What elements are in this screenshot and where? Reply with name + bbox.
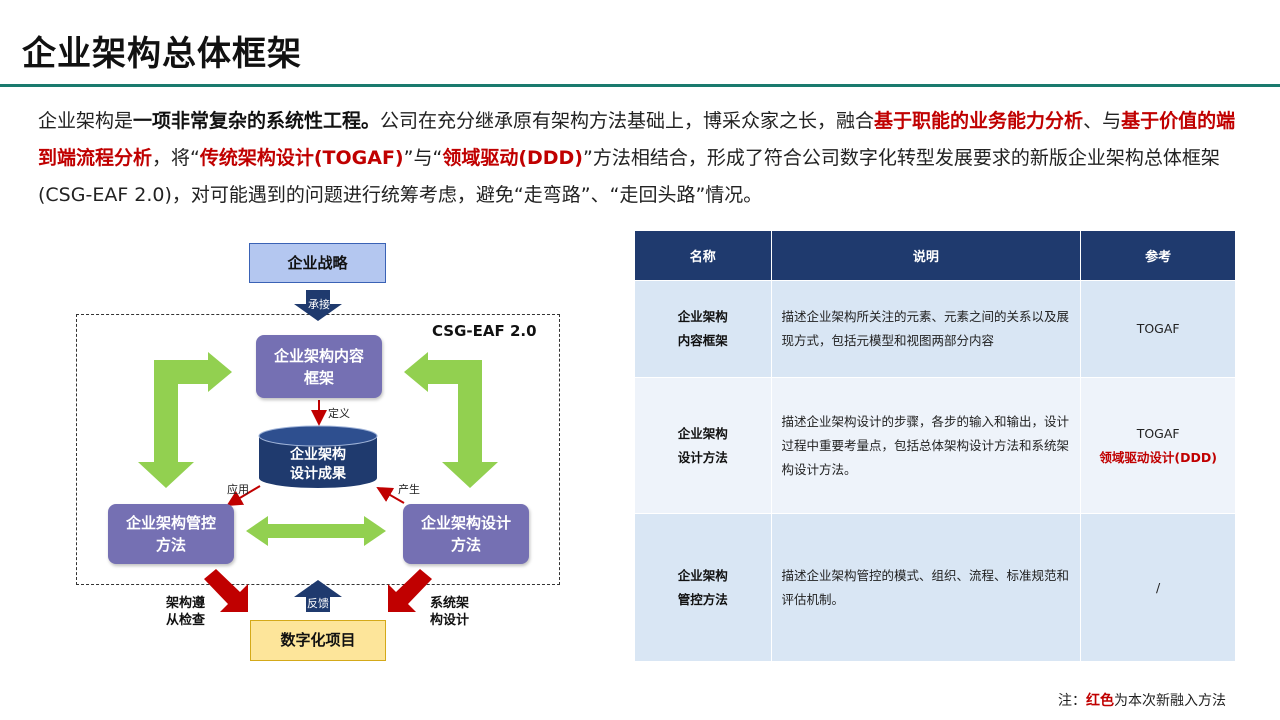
header-desc: 说明 bbox=[771, 231, 1081, 280]
strategy-box: 企业战略 bbox=[249, 243, 386, 283]
intro-highlight-4: 领域驱动(DDD) bbox=[442, 147, 583, 169]
comply-label: 架构遵 从检查 bbox=[166, 595, 205, 629]
design-line-2: 方法 bbox=[450, 536, 481, 554]
framework-table: 名称 说明 参考 企业架构内容框架 描述企业架构所关注的元素、元素之间的关系以及… bbox=[634, 230, 1236, 662]
design-method-box: 企业架构设计方法 bbox=[403, 504, 529, 564]
content-framework-box: 企业架构内容框架 bbox=[256, 335, 382, 398]
intro-text-3: 、与 bbox=[1083, 110, 1122, 132]
row-desc: 描述企业架构设计的步骤，各步的输入和输出，设计过程中重要考量点，包括总体架构设计… bbox=[771, 378, 1081, 513]
header-name: 名称 bbox=[635, 231, 771, 280]
digital-project-box: 数字化项目 bbox=[250, 620, 386, 661]
intro-text-1: 企业架构是 bbox=[38, 110, 134, 132]
design-line-1: 企业架构设计 bbox=[420, 514, 511, 532]
row-name-line-1: 企业架构 bbox=[677, 425, 728, 441]
row-ref: / bbox=[1081, 514, 1235, 661]
result-line-1: 企业架构 bbox=[290, 447, 346, 463]
inherit-label: 承接 bbox=[308, 298, 330, 311]
row-name-line-2: 设计方法 bbox=[677, 449, 728, 465]
comply-line-1: 架构遵 bbox=[166, 596, 206, 611]
footnote: 注：红色为本次新融入方法 bbox=[1058, 690, 1226, 710]
sysdesign-line-2: 构设计 bbox=[430, 613, 470, 628]
row-name: 企业架构管控方法 bbox=[635, 514, 771, 661]
row-ref-text: / bbox=[1156, 579, 1161, 595]
row-ref-red: 领域驱动设计(DDD) bbox=[1099, 449, 1217, 465]
comply-line-2: 从检查 bbox=[166, 613, 206, 628]
control-line-1: 企业架构管控 bbox=[125, 514, 216, 532]
row-ref-text: TOGAF bbox=[1136, 425, 1180, 441]
produce-label: 产生 bbox=[398, 483, 420, 496]
note-prefix: 注： bbox=[1058, 693, 1086, 709]
sysdesign-label: 系统架 构设计 bbox=[430, 595, 469, 629]
intro-text-5: ”与“ bbox=[403, 147, 443, 169]
note-red: 红色 bbox=[1086, 693, 1114, 709]
row-desc: 描述企业架构所关注的元素、元素之间的关系以及展现方式，包括元模型和视图两部分内容 bbox=[771, 281, 1081, 377]
intro-text-6: ”方法相结合，形成了符合公司数字化转型发展要求的新版企业架构总体框架(CSG-E… bbox=[38, 147, 1220, 206]
result-box: 企业架构 设计成果 bbox=[259, 446, 377, 484]
row-name: 企业架构内容框架 bbox=[635, 281, 771, 377]
table-row: 企业架构管控方法 描述企业架构管控的模式、组织、流程、标准规范和评估机制。 / bbox=[635, 514, 1235, 661]
content-line-1: 企业架构内容 bbox=[273, 346, 364, 365]
intro-text-2: 公司在充分继承原有架构方法基础上，博采众家之长，融合 bbox=[380, 110, 875, 132]
intro-paragraph: 企业架构是一项非常复杂的系统性工程。公司在充分继承原有架构方法基础上，博采众家之… bbox=[38, 103, 1248, 214]
row-name-line-1: 企业架构 bbox=[677, 309, 728, 324]
row-ref-text: TOGAF bbox=[1136, 321, 1180, 336]
apply-label: 应用 bbox=[227, 483, 249, 496]
row-desc: 描述企业架构管控的模式、组织、流程、标准规范和评估机制。 bbox=[771, 514, 1081, 661]
row-ref: TOGAF 领域驱动设计(DDD) bbox=[1081, 378, 1235, 513]
row-ref: TOGAF bbox=[1081, 281, 1235, 377]
result-line-2: 设计成果 bbox=[290, 466, 346, 482]
control-line-2: 方法 bbox=[155, 536, 186, 554]
intro-highlight-1: 基于职能的业务能力分析 bbox=[874, 110, 1084, 132]
row-name-line-1: 企业架构 bbox=[677, 567, 728, 583]
title-divider bbox=[0, 84, 1280, 87]
note-suffix: 为本次新融入方法 bbox=[1114, 693, 1226, 709]
table-row: 企业架构设计方法 描述企业架构设计的步骤，各步的输入和输出，设计过程中重要考量点… bbox=[635, 378, 1235, 513]
header-ref: 参考 bbox=[1081, 231, 1235, 280]
table-row: 企业架构内容框架 描述企业架构所关注的元素、元素之间的关系以及展现方式，包括元模… bbox=[635, 281, 1235, 377]
intro-text-4: ，将“ bbox=[152, 147, 200, 169]
page-title: 企业架构总体框架 bbox=[22, 34, 302, 74]
sysdesign-line-1: 系统架 bbox=[430, 596, 470, 611]
define-label: 定义 bbox=[328, 407, 350, 420]
row-name-line-2: 管控方法 bbox=[677, 591, 728, 607]
intro-emphasis-1: 一项非常复杂的系统性工程。 bbox=[133, 110, 381, 132]
intro-highlight-3: 传统架构设计(TOGAF) bbox=[199, 147, 404, 169]
feedback-label: 反馈 bbox=[307, 597, 329, 610]
row-name: 企业架构设计方法 bbox=[635, 378, 771, 513]
control-method-box: 企业架构管控方法 bbox=[108, 504, 234, 564]
content-line-2: 框架 bbox=[303, 368, 334, 387]
table-header-row: 名称 说明 参考 bbox=[635, 231, 1235, 280]
intro-highlight-2: 基于价值的端到端流程分析 bbox=[38, 110, 1236, 169]
row-name-line-2: 内容框架 bbox=[677, 333, 728, 348]
frame-label: CSG-EAF 2.0 bbox=[432, 322, 537, 340]
